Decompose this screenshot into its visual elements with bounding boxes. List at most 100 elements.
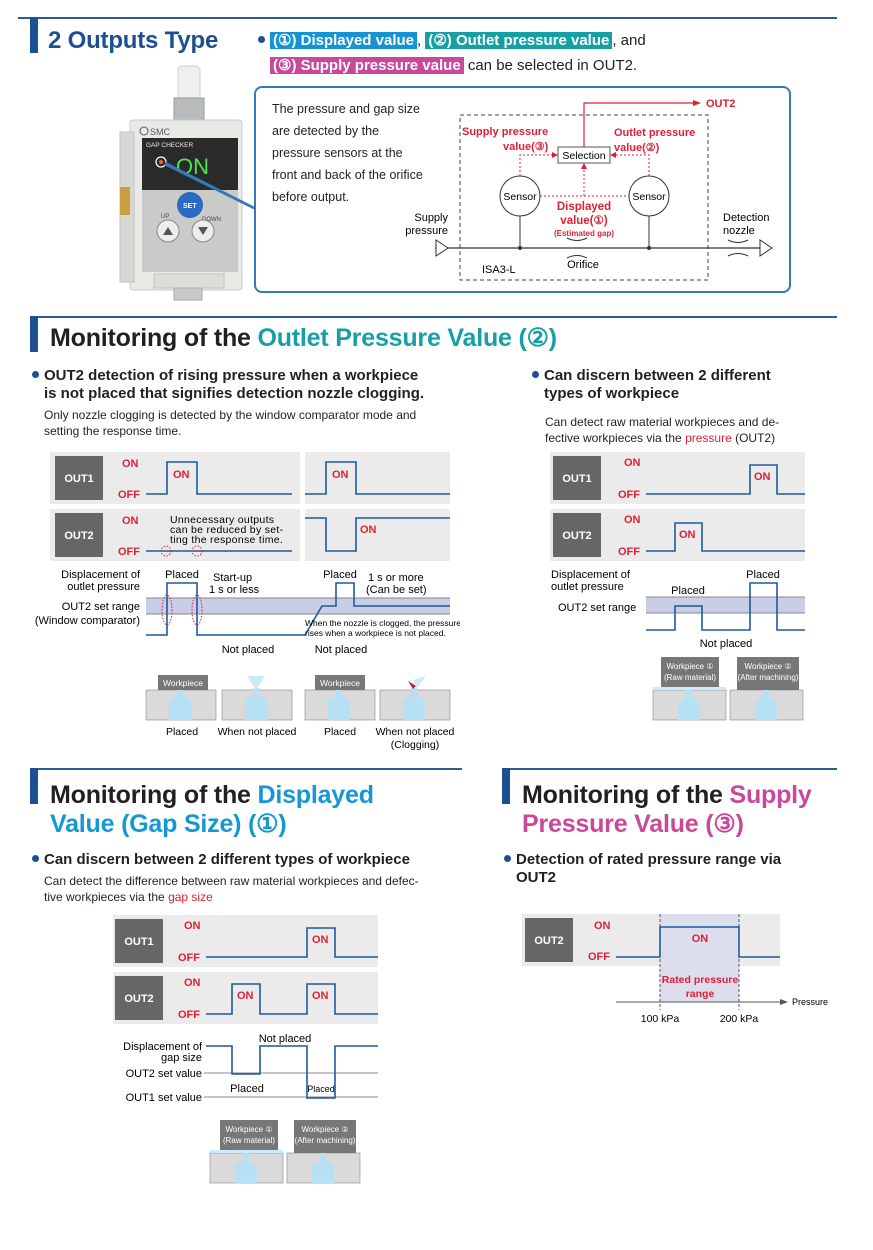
gap-size-signal <box>206 1045 378 1099</box>
svg-text:Placed: Placed <box>165 569 199 581</box>
highlight-displayed-value: (①) Displayed value <box>270 32 417 49</box>
outlet-workpiece-timing-diagram: OUT1 ON OFF ON OUT2 ON OFF ON Displaceme… <box>550 452 805 721</box>
svg-text:Workpiece ②: Workpiece ② <box>301 1125 348 1134</box>
gap-size-timing-diagram: OUT1 ON OFF ON OUT2 ON OFF ON ON Displac… <box>113 915 378 1184</box>
svg-text:Placed: Placed <box>307 1084 335 1094</box>
svg-text:(Estimated gap): (Estimated gap) <box>554 229 614 238</box>
down-arrow-icon <box>198 227 208 235</box>
illus-workpiece-2: Workpiece ② (After machining) <box>286 1120 361 1184</box>
outlet-clogging-timing-diagram: OUT1 ON OFF ON ON OUT2 ON OFF Unnecessar… <box>35 452 460 751</box>
clog-debris-icon <box>408 681 416 689</box>
svg-text:Sensor: Sensor <box>632 191 666 203</box>
svg-text:OUT2 set range: OUT2 set range <box>558 602 636 614</box>
svg-text:OFF: OFF <box>618 489 640 501</box>
out1-signal <box>146 461 292 495</box>
svg-text:Placed: Placed <box>230 1083 264 1095</box>
svg-text:Placed: Placed <box>166 726 198 738</box>
svg-text:1 s or less: 1 s or less <box>209 584 260 596</box>
outlet-section-title: Monitoring of the Outlet Pressure Value … <box>50 324 557 352</box>
gap-checker-device-image: SMC GAP CHECKER ON SET UP DOWN <box>119 65 255 301</box>
svg-text:100 kPa: 100 kPa <box>641 1013 680 1025</box>
outlet-right-lead: Can discern between 2 different types of… <box>532 367 852 403</box>
svg-text:Not placed: Not placed <box>315 644 368 656</box>
svg-text:Placed: Placed <box>746 569 780 581</box>
svg-text:Displacement of: Displacement of <box>123 1041 203 1053</box>
illus-workpiece-1: Workpiece ① (Raw material) <box>652 657 727 721</box>
svg-text:ON: ON <box>184 977 201 989</box>
svg-text:200 kPa: 200 kPa <box>720 1013 759 1025</box>
displayed-body: Can detect the difference between raw ma… <box>44 874 419 904</box>
out2-arrow-icon <box>693 100 701 106</box>
supply-pressure-range-diagram: OUT2 ON OFF ON Rated pressure range Pres… <box>522 914 828 1025</box>
svg-text:Start-up: Start-up <box>213 572 252 584</box>
axis-arrow-icon <box>780 999 788 1005</box>
svg-text:outlet pressure: outlet pressure <box>67 581 140 593</box>
svg-text:OUT2 set value: OUT2 set value <box>126 1068 202 1080</box>
brass-port <box>120 187 130 215</box>
svg-text:Supply pressure: Supply pressure <box>462 126 548 138</box>
svg-text:Placed: Placed <box>323 569 357 581</box>
separator: , <box>417 32 422 49</box>
supply-arrow-icon <box>435 239 449 257</box>
out2-set-range-band <box>146 598 450 614</box>
svg-text:gap size: gap size <box>161 1052 202 1064</box>
svg-text:OUT2: OUT2 <box>562 530 591 542</box>
svg-text:OFF: OFF <box>118 546 140 558</box>
svg-text:(Clogging): (Clogging) <box>391 739 439 751</box>
displayed-section-title: Monitoring of the Displayed Value (Gap S… <box>50 781 374 838</box>
svg-text:Not placed: Not placed <box>700 638 753 650</box>
svg-text:range: range <box>686 988 715 1000</box>
svg-text:OUT1 set value: OUT1 set value <box>126 1092 202 1104</box>
svg-text:Selection: Selection <box>562 150 605 162</box>
svg-text:ON: ON <box>624 514 641 526</box>
section-rule <box>502 768 837 770</box>
svg-text:Outlet pressure: Outlet pressure <box>614 127 695 139</box>
top-rule <box>18 17 837 19</box>
illus-placed-2: Workpiece Placed <box>304 675 376 738</box>
up-arrow-icon <box>163 227 173 235</box>
svg-text:ON: ON <box>122 458 139 470</box>
device-model-label: GAP CHECKER <box>146 142 194 149</box>
section-rule <box>30 316 837 318</box>
svg-text:Not placed: Not placed <box>222 644 275 656</box>
nozzle-arrow-icon <box>759 239 773 257</box>
out1-signal <box>206 927 378 958</box>
svg-text:(Raw material): (Raw material) <box>223 1136 275 1145</box>
svg-text:(After machining): (After machining) <box>295 1136 356 1145</box>
svg-text:When the nozzle is clogged, th: When the nozzle is clogged, the pressure <box>305 618 460 628</box>
svg-text:value(③): value(③) <box>503 141 549 153</box>
device-brand: SMC <box>150 127 171 137</box>
illus-clogging: When not placed (Clogging) <box>376 676 455 751</box>
svg-text:ON: ON <box>360 524 377 536</box>
outlet-left-body: Only nozzle clogging is detected by the … <box>44 408 417 438</box>
svg-text:OUT2: OUT2 <box>64 530 93 542</box>
svg-text:ON: ON <box>692 933 709 945</box>
svg-text:Displayed: Displayed <box>557 201 611 213</box>
rated-range-band <box>660 914 739 1002</box>
out2-line <box>583 102 695 147</box>
illus-workpiece-2: Workpiece ② (After machining) <box>729 657 804 721</box>
svg-text:Unnecessary outputs: Unnecessary outputs <box>170 514 274 526</box>
illus-workpiece-1: Workpiece ① (Raw material) <box>209 1120 284 1184</box>
bottom-fitting <box>173 287 203 301</box>
svg-text:Placed: Placed <box>324 726 356 738</box>
outlet-pressure-signal <box>646 582 805 631</box>
svg-text:OUT2 set range: OUT2 set range <box>62 601 140 613</box>
svg-text:OFF: OFF <box>588 951 610 963</box>
svg-text:ON: ON <box>679 529 696 541</box>
out1-label-box <box>55 456 103 500</box>
svg-text:1 s or more: 1 s or more <box>368 572 424 584</box>
illus-not-placed: When not placed <box>218 676 297 738</box>
svg-text:ON: ON <box>594 920 611 932</box>
section-marker <box>30 316 38 352</box>
isa3l-boundary <box>459 114 709 281</box>
section-marker <box>502 768 510 804</box>
nozzle-symbol <box>727 239 749 257</box>
svg-text:Supply: Supply <box>414 212 448 224</box>
svg-text:OUT2: OUT2 <box>534 935 563 947</box>
smc-logo-icon <box>139 126 149 136</box>
bullet-icon <box>32 370 39 378</box>
tube-fitting <box>177 65 201 101</box>
svg-text:OUT2: OUT2 <box>706 98 735 110</box>
svg-text:When not placed: When not placed <box>218 726 297 738</box>
